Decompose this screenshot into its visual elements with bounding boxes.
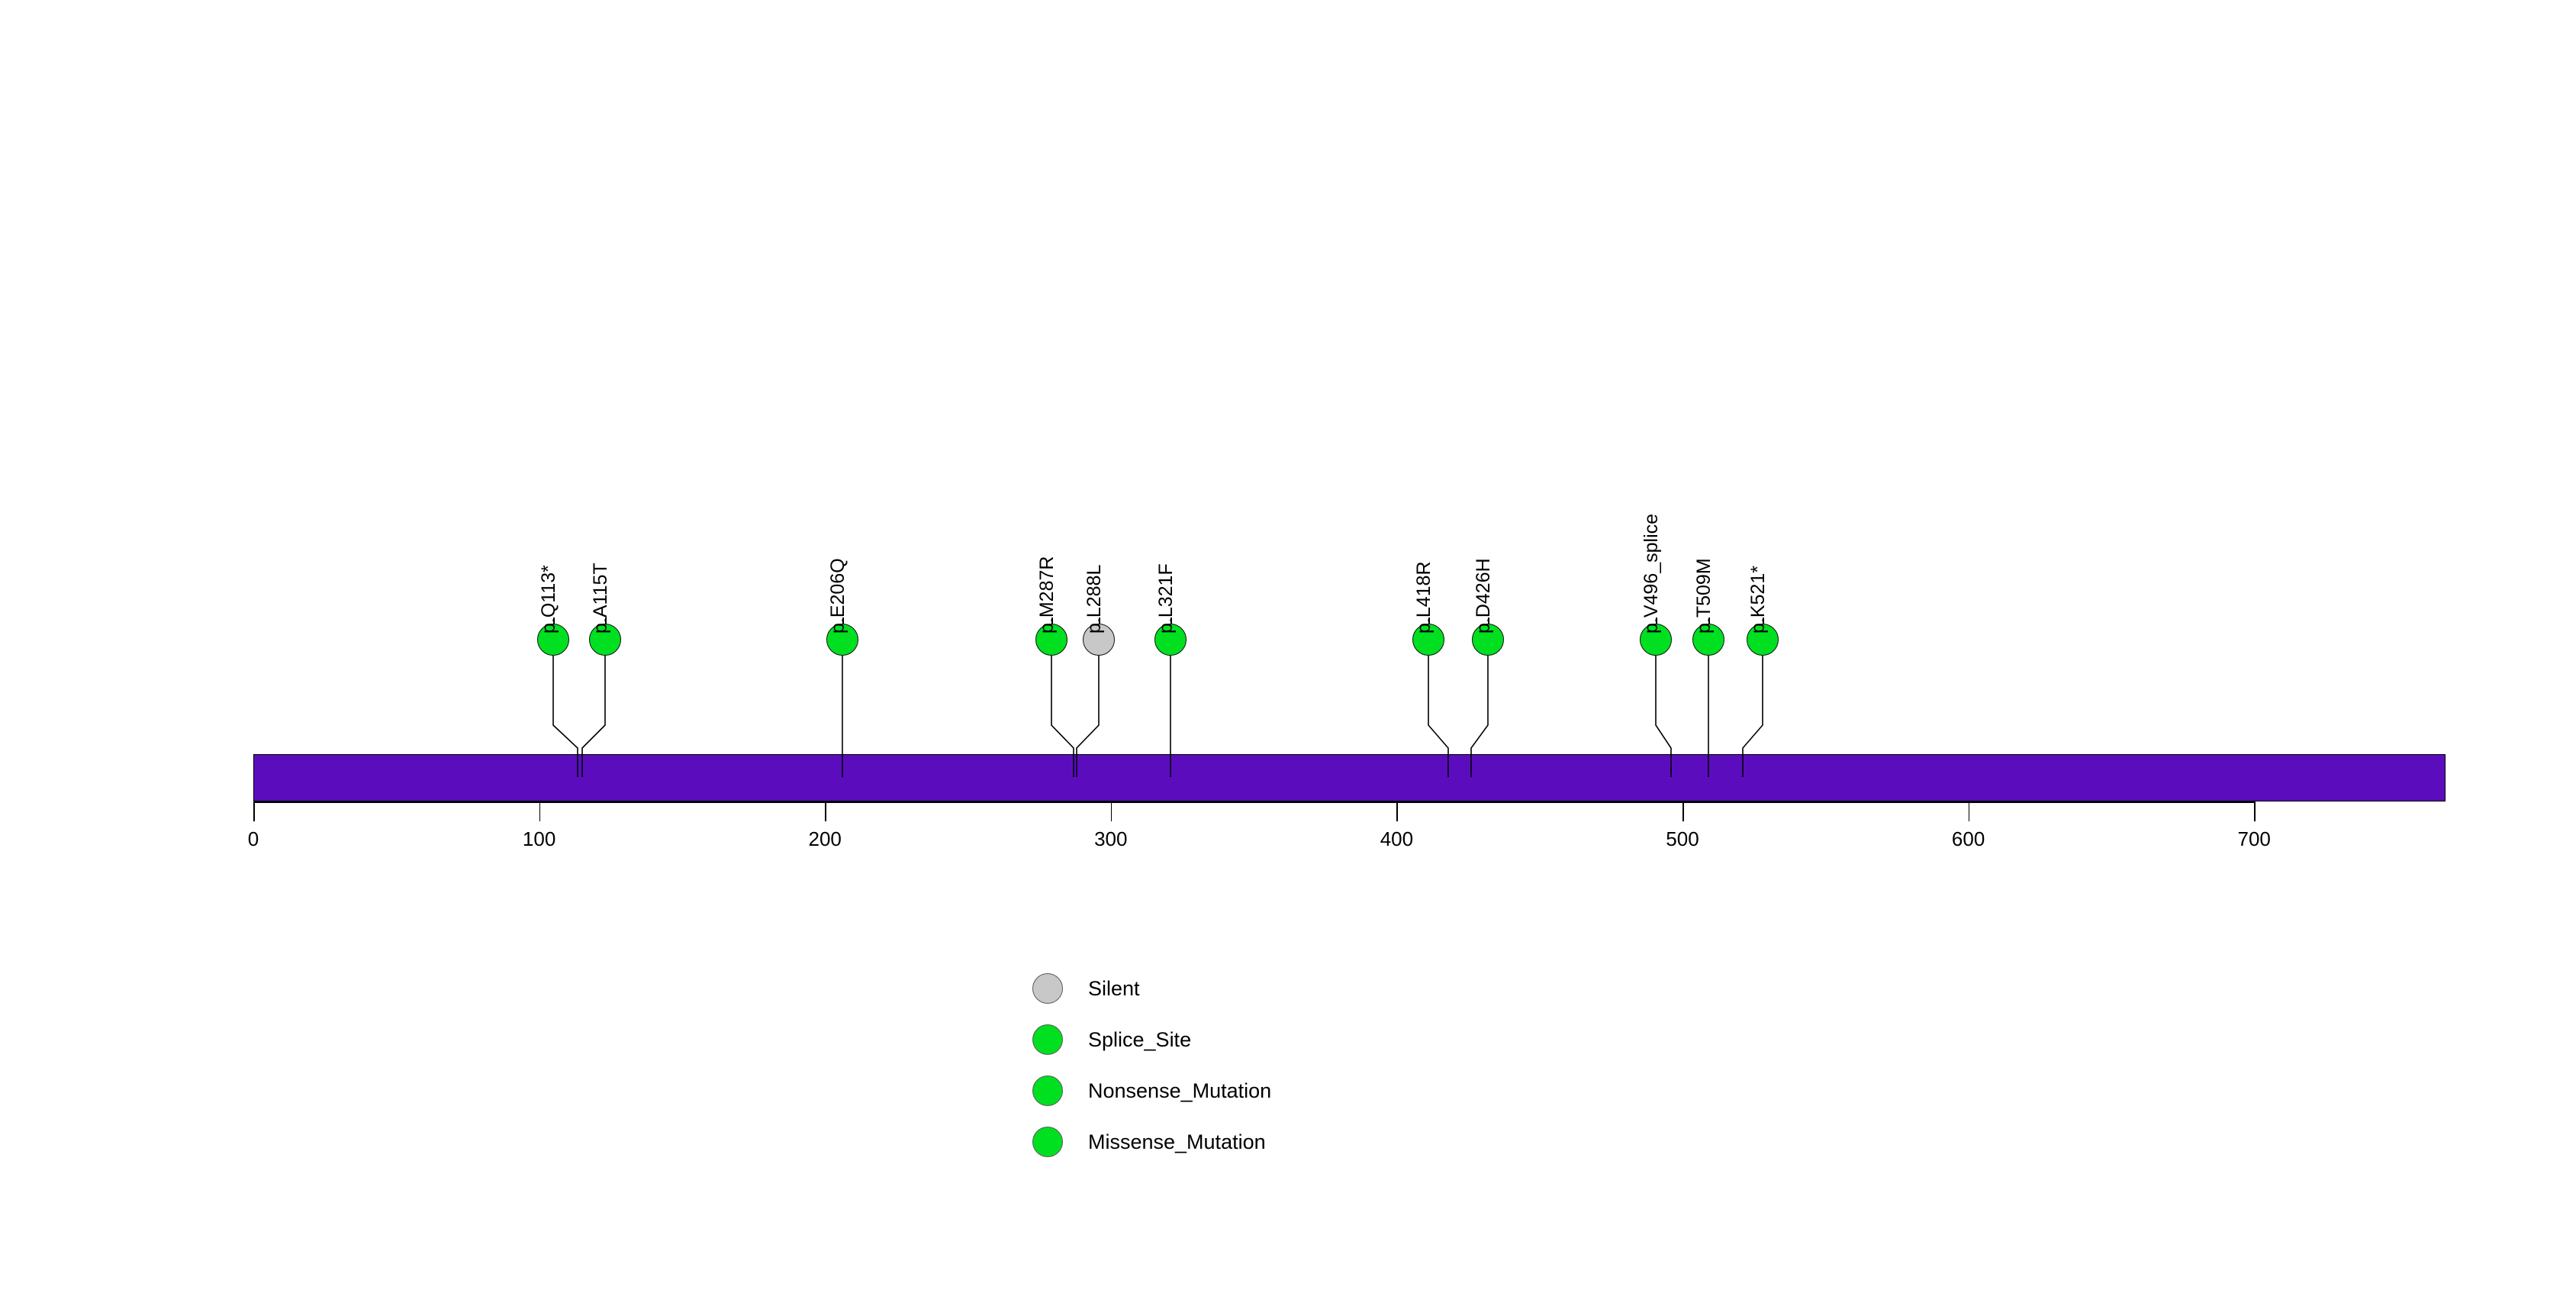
x-axis-tick-label: 600 — [1951, 827, 1985, 850]
lollipop-cap-tick — [1051, 618, 1053, 625]
lollipop-cap-tick — [1708, 618, 1710, 625]
mutation-node[interactable] — [1035, 624, 1067, 656]
x-axis-tick — [1396, 801, 1398, 821]
x-axis-tick-label: 200 — [808, 827, 842, 850]
legend-item[interactable]: Nonsense_Mutation — [1032, 1076, 1271, 1106]
legend-label: Nonsense_Mutation — [1088, 1079, 1272, 1102]
mutation-node[interactable] — [1692, 624, 1724, 656]
mutation-label: p.M287R — [1036, 556, 1058, 634]
legend-label: Splice_Site — [1088, 1027, 1192, 1051]
legend-swatch-icon — [1032, 1076, 1063, 1106]
lollipop-stem — [1051, 656, 1074, 777]
lollipop-cap-tick — [1656, 618, 1657, 625]
x-axis-tick — [253, 801, 255, 821]
x-axis-tick — [539, 801, 541, 821]
mutation-node[interactable] — [589, 624, 621, 656]
lollipop-stem — [1076, 656, 1100, 777]
lollipop-cap-tick — [1488, 618, 1489, 625]
mutation-node[interactable] — [1154, 624, 1187, 656]
mutation-label: p.D426H — [1473, 558, 1494, 634]
lollipop-stem — [1170, 656, 1171, 777]
x-axis-tick-label: 0 — [247, 827, 259, 850]
lollipop-cap-tick — [1763, 618, 1764, 625]
x-axis-line — [253, 801, 2255, 803]
mutation-label: p.K521* — [1747, 566, 1769, 634]
mutation-node[interactable] — [826, 624, 858, 656]
mutation-node[interactable] — [1412, 624, 1444, 656]
mutation-label: p.V496_splice — [1641, 513, 1662, 634]
x-axis-tick — [825, 801, 826, 821]
legend-swatch-icon — [1032, 973, 1063, 1004]
lollipop-stem — [1708, 656, 1709, 777]
lollipop-cap-tick — [605, 618, 607, 625]
x-axis-tick — [2254, 801, 2256, 821]
x-axis-tick-label: 700 — [2237, 827, 2271, 850]
mutation-node[interactable] — [1747, 624, 1779, 656]
legend-label: Missense_Mutation — [1088, 1130, 1266, 1153]
lollipop-stem — [581, 656, 606, 777]
mutation-label: p.A115T — [590, 563, 611, 634]
legend-item[interactable]: Splice_Site — [1032, 1024, 1191, 1055]
mutation-node[interactable] — [1472, 624, 1504, 656]
lollipop-cap-tick — [1428, 618, 1430, 625]
x-axis-tick — [1968, 801, 1970, 821]
mutation-label: p.L288L — [1084, 564, 1105, 634]
mutation-label: p.Q113* — [538, 565, 559, 634]
lollipop-stem — [1428, 656, 1449, 777]
lollipop-stem — [552, 656, 578, 777]
lollipop-stem — [1470, 656, 1489, 777]
protein-backbone-bar — [253, 754, 2446, 801]
x-axis-tick-label: 100 — [522, 827, 556, 850]
legend-swatch-icon — [1032, 1024, 1063, 1055]
legend-item[interactable]: Missense_Mutation — [1032, 1127, 1266, 1157]
lollipop-cap-tick — [1170, 618, 1172, 625]
lollipop-stem — [1655, 656, 1672, 777]
mutation-node[interactable] — [537, 624, 569, 656]
mutation-node[interactable] — [1640, 624, 1672, 656]
mutation-node[interactable] — [1083, 624, 1115, 656]
x-axis-tick-label: 500 — [1666, 827, 1699, 850]
x-axis-tick — [1110, 801, 1113, 821]
lollipop-cap-tick — [553, 618, 555, 625]
x-axis-tick — [1682, 801, 1684, 821]
mutation-label: p.L418R — [1413, 561, 1435, 634]
legend-swatch-icon — [1032, 1127, 1063, 1157]
mutation-label: p.E206Q — [827, 558, 848, 634]
lollipop-cap-tick — [842, 618, 844, 625]
mutation-label: p.L321F — [1155, 563, 1177, 634]
lollipop-stem — [1742, 656, 1763, 777]
lollipop-cap-tick — [1099, 618, 1100, 625]
legend-item[interactable]: Silent — [1032, 973, 1140, 1004]
legend-label: Silent — [1088, 976, 1140, 1000]
lollipop-stem — [842, 656, 843, 777]
mutation-label: p.T509M — [1693, 558, 1715, 634]
x-axis-tick-label: 400 — [1380, 827, 1414, 850]
x-axis-tick-label: 300 — [1094, 827, 1128, 850]
